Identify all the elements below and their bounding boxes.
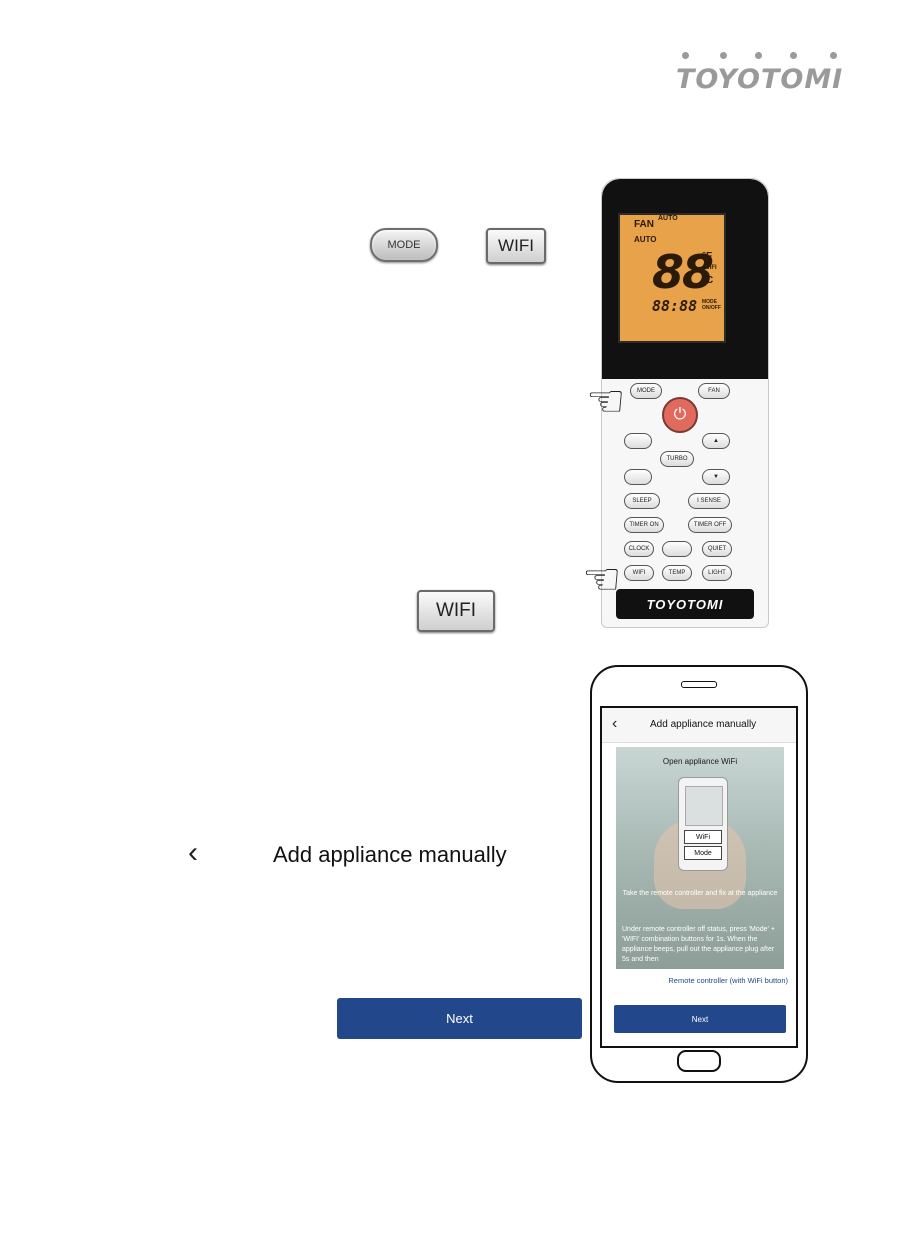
wifi-button-illustration: WIFI <box>486 228 546 264</box>
remote-heat-button <box>662 541 692 557</box>
pointing-hand-icon: ☞ <box>582 555 622 604</box>
next-button[interactable]: Next <box>614 1005 786 1033</box>
phone-home-button <box>677 1050 721 1072</box>
lcd-fan: FAN <box>634 219 654 230</box>
lcd-temperature: 88 <box>652 245 714 299</box>
remote-isense-button: I SENSE <box>688 493 730 509</box>
remote-mode-button: MODE <box>630 383 662 399</box>
remote-temp-button: TEMP <box>662 565 692 581</box>
remote-illustration-display <box>685 786 723 826</box>
back-chevron-icon[interactable]: ‹ <box>612 715 618 732</box>
logo-dots <box>680 52 840 62</box>
phone-screen: ‹ Add appliance manually Open appliance … <box>600 706 798 1048</box>
remote-clock-button: CLOCK <box>624 541 654 557</box>
remote-display-panel: FAN AUTO AUTO 88 °F WIFI °C 88:88 MODE O… <box>602 179 768 379</box>
remote-illustration: WiFi Mode <box>678 777 728 871</box>
remote-timer-on-button: TIMER ON <box>624 517 664 533</box>
remote-fan-button: FAN <box>698 383 730 399</box>
brand-logo: TOYOTOMI <box>676 52 846 95</box>
instruction-text: Under remote controller off status, pres… <box>622 926 775 963</box>
remote-down-button: ▼ <box>702 469 730 485</box>
remote-turbo-button: TURBO <box>660 451 694 467</box>
image-caption: Take the remote controller and fix at th… <box>622 890 778 897</box>
chevron-left-icon: ‹ <box>188 836 198 869</box>
remote-up-button: ▲ <box>702 433 730 449</box>
remote-timer-off-button: TIMER OFF <box>688 517 732 533</box>
screen-header: ‹ Add appliance manually <box>602 708 796 743</box>
lcd-on-off: MODE ON/OFF <box>702 299 721 311</box>
lcd-auto: AUTO <box>634 235 657 244</box>
phone-speaker <box>681 681 717 688</box>
remote-quiet-button: QUIET <box>702 541 732 557</box>
logo-text: TOYOTOMI <box>676 64 844 95</box>
remote-brand: TOYOTOMI <box>616 589 754 619</box>
remote-wifi-key: WiFi <box>684 830 722 844</box>
instruction-image: Open appliance WiFi WiFi Mode Take the r… <box>616 747 784 969</box>
remote-mode-key: Mode <box>684 846 722 860</box>
pointing-hand-icon: ☞ <box>586 377 626 426</box>
lcd-screen: FAN AUTO AUTO 88 °F WIFI °C 88:88 MODE O… <box>618 213 726 343</box>
lcd-unit-c: °C <box>702 275 714 286</box>
remote-sleep-button: SLEEP <box>624 493 660 509</box>
remote-power-button: ⏻ <box>662 397 698 433</box>
remote-wifi-button: WIFI <box>624 565 654 581</box>
remote-light-button: LIGHT <box>702 565 732 581</box>
lcd-auto-top: AUTO <box>658 215 678 222</box>
remote-swing-button <box>624 433 652 449</box>
lcd-time: 88:88 <box>652 297 698 315</box>
mode-button-illustration: MODE <box>370 228 438 262</box>
image-title: Open appliance WiFi <box>662 757 738 766</box>
lcd-unit-f: °F <box>702 251 713 262</box>
next-button-callout: Next <box>337 998 582 1039</box>
remote-controller: FAN AUTO AUTO 88 °F WIFI °C 88:88 MODE O… <box>601 178 769 628</box>
lcd-wifi: WIFI <box>704 265 717 271</box>
screen-title: Add appliance manually <box>650 719 757 730</box>
remote-louver-button <box>624 469 652 485</box>
remote-type-link[interactable]: Remote controller (with WiFi button) <box>668 976 788 985</box>
wifi-button-illustration-2: WIFI <box>417 590 495 632</box>
add-appliance-title: Add appliance manually <box>273 842 507 867</box>
